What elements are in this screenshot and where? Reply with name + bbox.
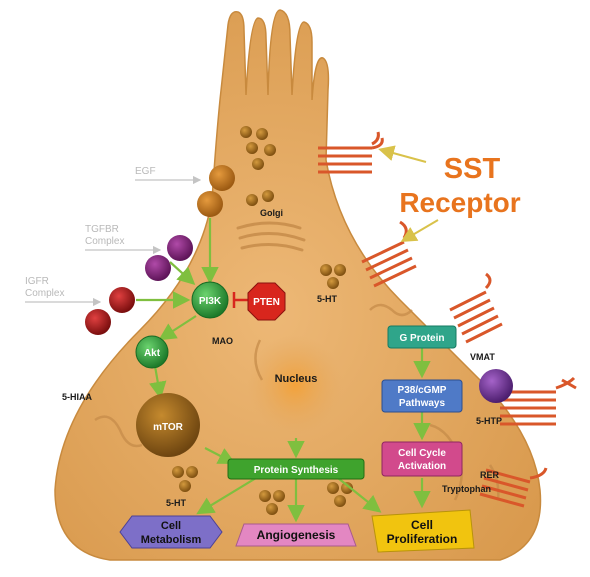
nucleus-label: Nucleus bbox=[275, 373, 318, 385]
tgfbr-receptor-ball-1 bbox=[167, 235, 193, 261]
igfr-label-1: IGFR bbox=[25, 276, 49, 287]
sst-title-line1: SST bbox=[444, 153, 501, 185]
cell-metabolism-label-1: Cell bbox=[161, 520, 181, 532]
five-ht-top-label: 5-HT bbox=[317, 294, 338, 304]
cell-proliferation-label-1: Cell bbox=[411, 518, 433, 532]
mtor-label: mTOR bbox=[153, 422, 184, 433]
g-protein-label: G Protein bbox=[399, 333, 444, 344]
cell-cycle-label-2: Activation bbox=[398, 461, 446, 472]
tgfbr-label-1: TGFBR bbox=[85, 224, 119, 235]
vmat-ball bbox=[479, 369, 513, 403]
golgi-label: Golgi bbox=[260, 208, 283, 218]
akt-label: Akt bbox=[144, 348, 161, 359]
rer-label: RER bbox=[480, 470, 500, 480]
igfr-receptor-ball-2 bbox=[85, 309, 111, 335]
angiogenesis-label: Angiogenesis bbox=[257, 528, 336, 542]
sst-receptor-2 bbox=[362, 222, 416, 286]
egf-receptor-ball-1 bbox=[209, 165, 235, 191]
egf-label: EGF bbox=[135, 166, 156, 177]
sst-title-line2: Receptor bbox=[399, 187, 520, 218]
igfr-receptor-ball-1 bbox=[109, 287, 135, 313]
cell-cycle-label-1: Cell Cycle bbox=[398, 448, 446, 459]
nucleus bbox=[247, 335, 343, 435]
five-ht-bottom-label: 5-HT bbox=[166, 498, 187, 508]
five-hiaa-label: 5-HIAA bbox=[62, 392, 93, 402]
pi3k-label: PI3K bbox=[199, 296, 222, 307]
p38-label-1: P38/cGMP bbox=[398, 385, 447, 396]
p38-label-2: Pathways bbox=[399, 398, 446, 409]
tgfbr-receptor-ball-2 bbox=[145, 255, 171, 281]
mao-label: MAO bbox=[212, 336, 233, 346]
sst-receptor-3 bbox=[450, 274, 502, 342]
protein-synthesis-label: Protein Synthesis bbox=[254, 465, 339, 476]
cell-metabolism-label-2: Metabolism bbox=[141, 534, 202, 546]
tryptophan-label: Tryptophan bbox=[442, 484, 491, 494]
tgfbr-label-2: Complex bbox=[85, 236, 124, 247]
vmat-label: VMAT bbox=[470, 352, 495, 362]
five-htp-label: 5-HTP bbox=[476, 416, 502, 426]
igfr-label-2: Complex bbox=[25, 288, 64, 299]
egf-receptor-ball-2 bbox=[197, 191, 223, 217]
pten-label: PTEN bbox=[253, 297, 280, 308]
cell-proliferation-label-2: Proliferation bbox=[387, 532, 458, 546]
